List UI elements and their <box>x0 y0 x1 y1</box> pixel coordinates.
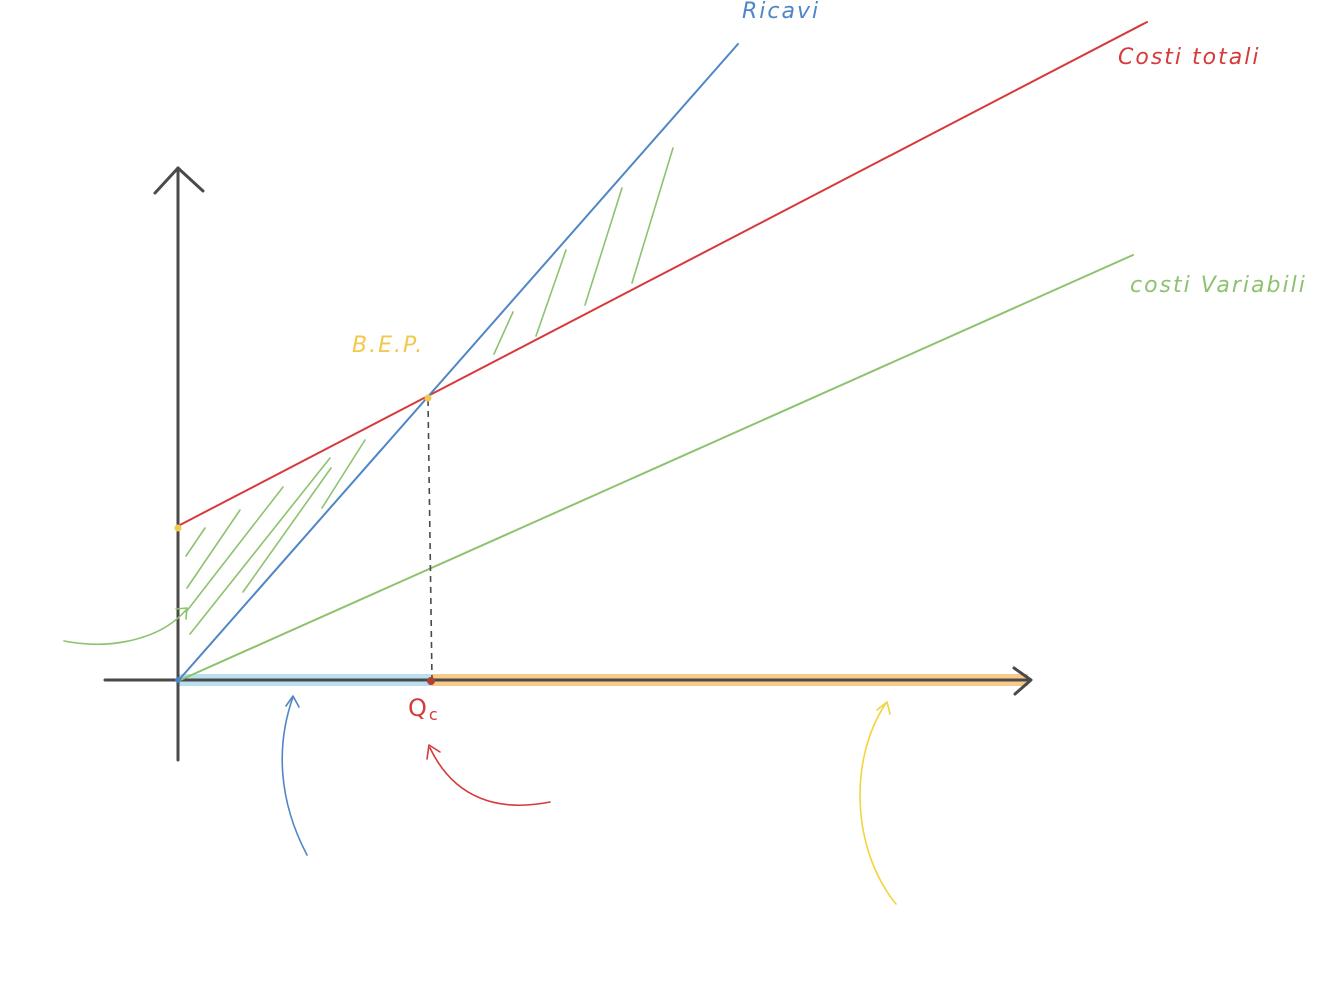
profit-zone-pointer-arrow <box>859 701 897 905</box>
variable-costs-label: costi Variabili <box>1130 273 1307 298</box>
qc-axis-point <box>427 677 435 685</box>
critical-quantity-label: Qc <box>408 694 440 724</box>
total-costs-line <box>177 21 1148 527</box>
loss-zone-pointer-arrow <box>281 695 308 856</box>
revenue-label: Ricavi <box>742 0 820 24</box>
qc-pointer-arrow <box>426 744 551 806</box>
origin-point <box>175 677 181 683</box>
fixed-costs-point <box>174 524 182 532</box>
break-even-point <box>424 394 432 402</box>
bep-dashed-line <box>427 399 433 681</box>
loss-area-hatching <box>185 439 366 635</box>
variable-costs-line <box>177 254 1134 682</box>
total-costs-label: Costi totali <box>1118 45 1260 70</box>
revenue-line <box>177 43 739 682</box>
critical-quantity-main: Q <box>408 694 429 722</box>
x-axis-arrowhead <box>1012 666 1033 696</box>
break-even-label: B.E.P. <box>352 333 424 358</box>
profit-area-hatching <box>493 147 674 355</box>
loss-area-pointer-arrow <box>63 607 188 645</box>
critical-quantity-sub: c <box>429 705 440 724</box>
y-axis-arrowhead <box>153 166 205 195</box>
